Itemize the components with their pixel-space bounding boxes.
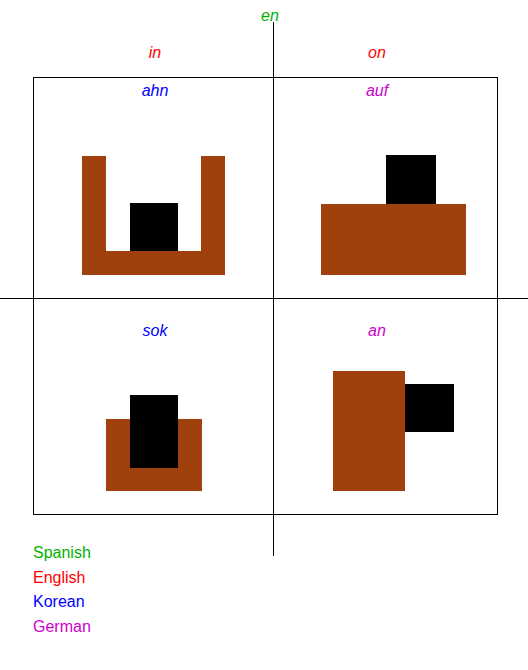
preposition-label: en — [261, 6, 279, 25]
preposition-label: auf — [366, 81, 388, 100]
object — [405, 384, 454, 432]
object — [386, 155, 436, 204]
preposition-label: in — [149, 43, 161, 62]
legend-entry: Spanish — [33, 543, 91, 562]
legend-entry: English — [33, 568, 85, 587]
object — [130, 395, 178, 468]
container — [82, 156, 225, 275]
preposition-label: sok — [143, 321, 168, 340]
divider-line — [0, 298, 528, 299]
table — [321, 204, 466, 275]
object — [130, 203, 178, 251]
preposition-label: ahn — [142, 81, 169, 100]
preposition-label: on — [368, 43, 386, 62]
divider-line — [273, 22, 274, 556]
legend-entry: Korean — [33, 592, 85, 611]
legend-entry: German — [33, 617, 91, 636]
frame — [34, 78, 498, 515]
wall — [333, 371, 405, 491]
preposition-label: an — [368, 321, 386, 340]
